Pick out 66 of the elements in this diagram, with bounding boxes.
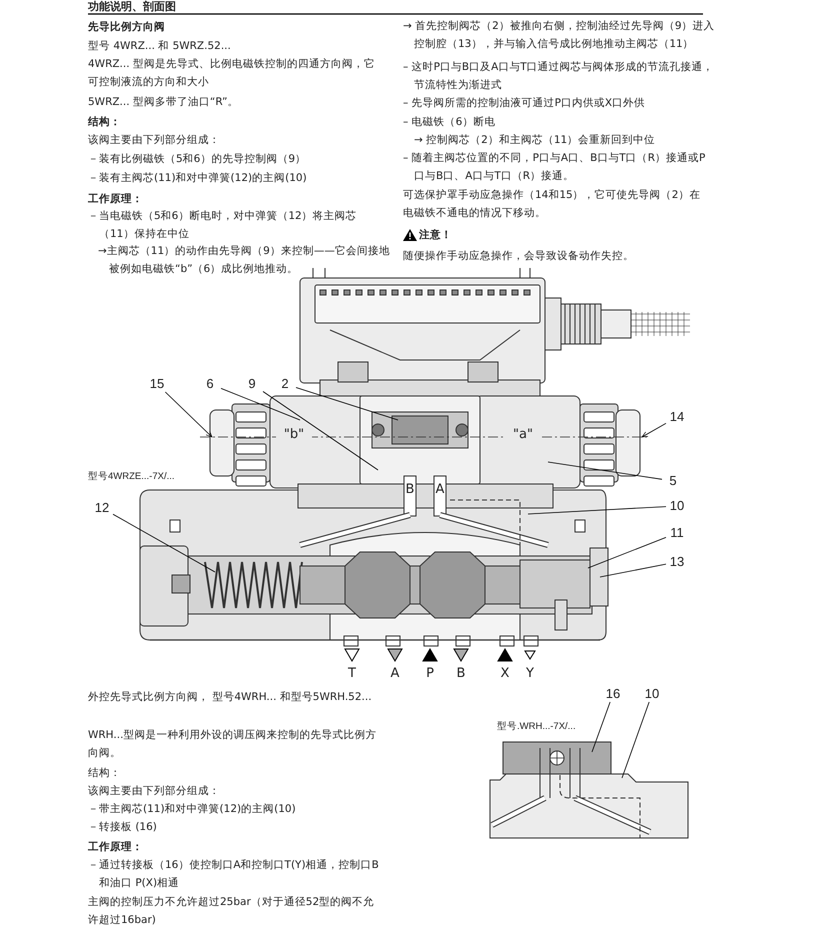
leader-line bbox=[548, 462, 662, 480]
paragraph: 该阀主要由下列部分组成： bbox=[88, 133, 221, 148]
section-heading: 工作原理： bbox=[88, 192, 144, 207]
list-item: – 先导阀所需的控制油液可通过P口内供或X口外供 bbox=[403, 96, 646, 111]
paragraph: 该阀主要由下列部分组成： bbox=[88, 784, 221, 799]
section-heading: 先导比例方向阀 bbox=[88, 20, 166, 35]
paragraph: 可选保护罩手动应急操作（14和15），它可使先导阀（2）在电磁铁不通电的情况下移动。 bbox=[403, 188, 702, 221]
callout-number: 2 bbox=[274, 376, 296, 392]
leader-line bbox=[642, 422, 666, 438]
model-text: 型号 4WRZ... 和 5WRZ.52... bbox=[88, 39, 232, 54]
list-item: →主阀芯（11）的动作由先导阀（9）来控制——它会间接地被例如电磁铁“b”（6）成比例地推动。 bbox=[98, 244, 391, 277]
section-heading: 结构： bbox=[88, 766, 122, 781]
port-label: B bbox=[456, 667, 466, 681]
list-item: －通过转接板（16）使控制口A和控制口T(Y)相通，控制口B 和油口 P(X)相通 bbox=[88, 858, 380, 891]
callout-number: 13 bbox=[666, 554, 688, 570]
port-label: P bbox=[425, 667, 435, 681]
section-heading: 外控先导式比例方向阀， 型号4WRH... 和型号5WRH.52... bbox=[88, 690, 373, 705]
list-item: – 随着主阀芯位置的不同，P口与A口、B口与T口（R）接通或P口与B口、A口与T口（R）接通。 bbox=[403, 151, 706, 184]
list-item: －装有比例磁铁（5和6）的先导控制阀（9） bbox=[88, 152, 308, 167]
paragraph: WRH...型阀是一种利用外设的调压阀来控制的先导式比例方向阀。 bbox=[88, 728, 378, 761]
port-label: Y bbox=[525, 667, 535, 681]
list-item: – 这时P口与B口及A口与T口通过阀芯与阀体形成的节流孔接通，节流特性为渐进式 bbox=[403, 60, 715, 93]
callout-number: 14 bbox=[666, 409, 688, 425]
port-label: B bbox=[404, 483, 416, 497]
leader-line bbox=[296, 387, 398, 420]
list-item: －装有主阀芯(11)和对中弹簧(12)的主阀(10) bbox=[88, 171, 308, 186]
list-item: → 首先控制阀芯（2）被推向右侧，控制油经过先导阀（9）进入控制腔（13），并与输入信号成比例地推动主阀芯（11） bbox=[403, 19, 716, 52]
paragraph: 4WRZ... 型阀是先导式、比例电磁铁控制的四通方向阀，它可控制液流的方向和大小 bbox=[88, 57, 376, 90]
leader-line bbox=[588, 536, 666, 568]
leader-line bbox=[112, 514, 216, 572]
model-text: 型号4WRZE...-7X/... bbox=[88, 470, 176, 484]
callout-number: 15 bbox=[146, 376, 168, 392]
callout-number: 16 bbox=[602, 686, 624, 702]
list-item: → 控制阀芯（2）和主阀芯（11）会重新回到中位 bbox=[414, 133, 656, 148]
port-label: A bbox=[434, 483, 446, 497]
section-heading: 工作原理： bbox=[88, 840, 144, 855]
leader-line bbox=[528, 506, 666, 514]
port-label: T bbox=[347, 667, 357, 681]
solenoid-label: "a" bbox=[505, 429, 541, 441]
callout-number: 9 bbox=[241, 376, 263, 392]
port-label: X bbox=[500, 667, 510, 681]
warning-heading: 注意！ bbox=[419, 228, 453, 243]
leader-line bbox=[592, 702, 610, 752]
leader-line bbox=[622, 702, 650, 778]
solenoid-label: "b" bbox=[276, 429, 312, 441]
page-title: 功能说明、剖面图 bbox=[88, 0, 176, 15]
callout-number: 12 bbox=[91, 500, 113, 516]
list-item: －带主阀芯(11)和对中弹簧(12)的主阀(10) bbox=[88, 802, 297, 817]
leader-line bbox=[164, 392, 212, 438]
paragraph: 5WRZ... 型阀多带了油口“R”。 bbox=[88, 95, 240, 110]
leader-line bbox=[600, 564, 666, 578]
leader-line bbox=[220, 388, 300, 420]
callout-number: 11 bbox=[666, 525, 688, 541]
paragraph: 随便操作手动应急操作，会导致设备动作失控。 bbox=[403, 249, 635, 264]
list-item: －转接板 (16) bbox=[88, 820, 158, 835]
model-text: 型号.WRH...-7X/... bbox=[497, 720, 577, 734]
callout-number: 5 bbox=[662, 473, 684, 489]
callout-number: 10 bbox=[666, 498, 688, 514]
list-item: – 电磁铁（6）断电 bbox=[403, 115, 496, 130]
list-item: －当电磁铁（5和6）断电时，对中弹簧（12）将主阀芯（11）保持在中位 bbox=[88, 209, 358, 242]
port-label: A bbox=[390, 667, 400, 681]
leader-line bbox=[262, 391, 378, 470]
paragraph: 主阀的控制压力不允许超过25bar（对于通径52型的阀不允许超过16bar) bbox=[88, 895, 376, 928]
section-heading: 结构： bbox=[88, 115, 122, 130]
callout-number: 10 bbox=[641, 686, 663, 702]
callout-number: 6 bbox=[199, 376, 221, 392]
